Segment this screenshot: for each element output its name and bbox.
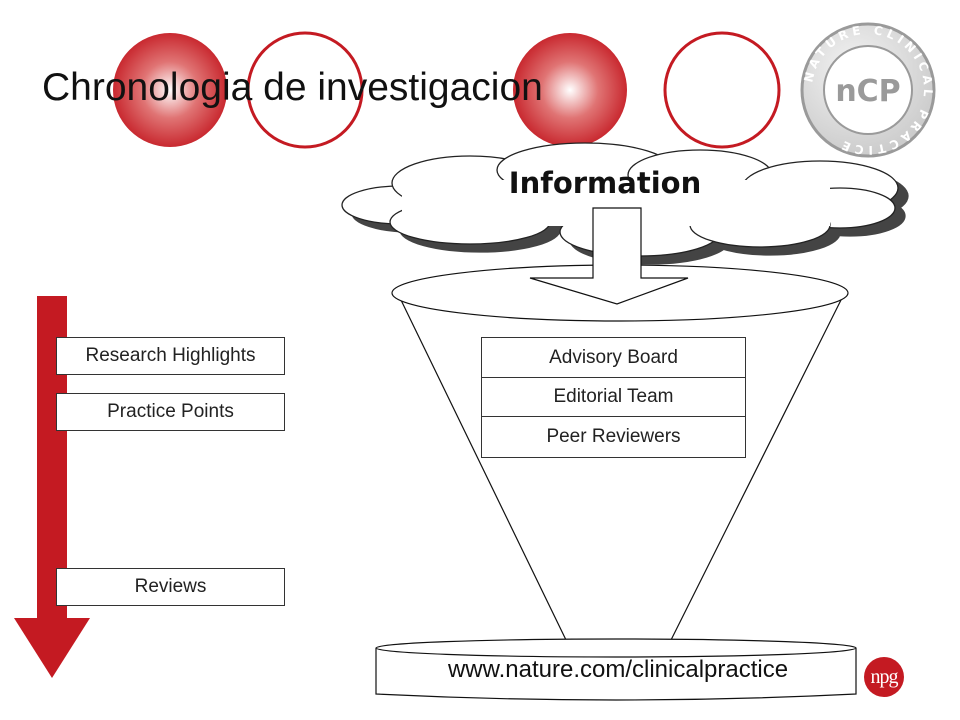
decorative-filled-circle-1 bbox=[113, 33, 227, 147]
npg-logo-circle bbox=[864, 657, 904, 697]
funnel-filter-peer-reviewers: Peer Reviewers bbox=[481, 416, 746, 458]
timeline-box-research-highlights: Research Highlights bbox=[56, 337, 285, 375]
funnel-base-cylinder bbox=[375, 638, 857, 701]
decorative-ring-circle-1 bbox=[246, 31, 364, 149]
decorative-ring-circle-2 bbox=[663, 31, 781, 149]
funnel-filter-editorial-team: Editorial Team bbox=[481, 377, 746, 417]
ncp-seal-center-text: nCP bbox=[835, 74, 900, 109]
information-cloud bbox=[341, 142, 909, 265]
cloud-down-arrow bbox=[529, 207, 689, 305]
decorative-filled-circle-2 bbox=[513, 33, 627, 147]
page-title: Chronologia de investigacion bbox=[42, 66, 543, 109]
npg-logo-text: npg bbox=[870, 665, 899, 688]
timeline-box-reviews: Reviews bbox=[56, 568, 285, 606]
funnel-filter-advisory-board: Advisory Board bbox=[481, 337, 746, 378]
cloud-label: Information bbox=[508, 166, 702, 200]
timeline-box-practice-points: Practice Points bbox=[56, 393, 285, 431]
ncp-seal-logo: NATURE CLINICAL PRACTICE nCP bbox=[800, 22, 936, 158]
footer-url-link[interactable]: www.nature.com/clinicalpractice bbox=[447, 656, 789, 683]
